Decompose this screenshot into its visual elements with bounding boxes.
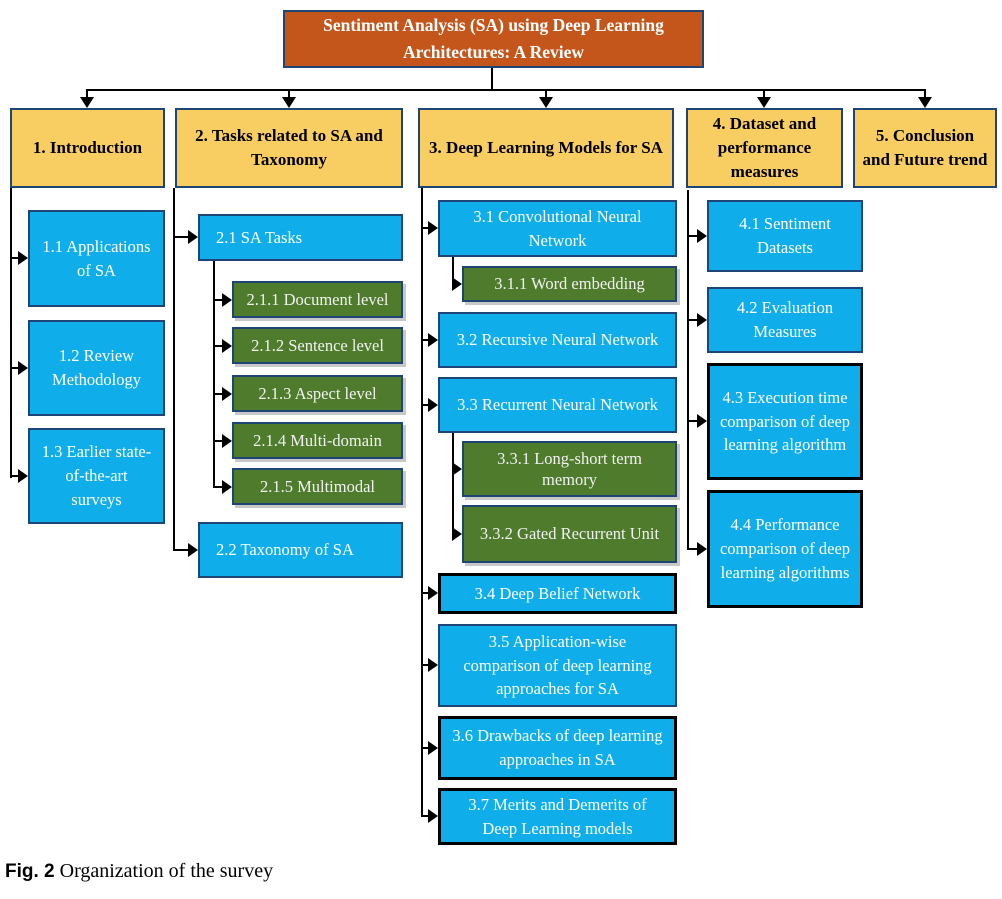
connector-stub [213, 486, 222, 488]
node-4-4-performance-comparison: 4.4 Performance comparison of deep learn… [707, 490, 863, 608]
node-1-introduction: 1. Introduction [10, 108, 165, 188]
arrow-down-icon [282, 97, 296, 108]
arrow-right-icon [428, 658, 438, 672]
node-1-1-applications: 1.1 Applications of SA [28, 210, 165, 307]
node-2-1-3-aspect-level: 2.1.3 Aspect level [232, 375, 403, 412]
arrow-right-icon [428, 333, 438, 347]
node-4-1-sentiment-datasets: 4.1 Sentiment Datasets [707, 200, 863, 272]
node-1-3-earlier-surveys: 1.3 Earlier state-of-the-art surveys [28, 428, 165, 524]
arrow-right-icon [452, 277, 462, 291]
connector-stub [10, 475, 18, 477]
figure-caption: Fig. 2 Organization of the survey [5, 860, 273, 883]
arrow-right-icon [428, 741, 438, 755]
node-3-5-application-comparison: 3.5 Application-wise comparison of deep … [438, 624, 677, 707]
connector-stub [10, 257, 18, 259]
connector-stub [421, 339, 428, 341]
arrow-right-icon [18, 361, 28, 375]
arrow-right-icon [222, 339, 232, 353]
node-4-2-evaluation-measures: 4.2 Evaluation Measures [707, 287, 863, 353]
node-2-1-1-document-level: 2.1.1 Document level [232, 281, 403, 318]
connector-drop-3 [545, 89, 547, 98]
figure-caption-label: Fig. 2 [5, 861, 55, 882]
arrow-right-icon [222, 480, 232, 494]
arrow-right-icon [452, 527, 462, 541]
connector-col2-sub [213, 261, 215, 488]
node-4-dataset-performance: 4. Dataset and performance measures [686, 108, 843, 188]
node-3-6-drawbacks: 3.6 Drawbacks of deep learning approache… [438, 716, 677, 780]
connector-col3-sub-a [452, 257, 454, 285]
arrow-down-icon [539, 97, 553, 108]
node-3-1-cnn: 3.1 Convolutional Neural Network [438, 200, 677, 257]
node-2-tasks-taxonomy: 2. Tasks related to SA and Taxonomy [175, 108, 403, 188]
connector-stub [421, 592, 428, 594]
connector-stub [213, 393, 222, 395]
connector-stub [687, 420, 697, 422]
arrow-right-icon [452, 462, 462, 476]
node-2-1-sa-tasks: 2.1 SA Tasks [198, 214, 403, 261]
connector-stub [213, 299, 222, 301]
arrow-right-icon [222, 387, 232, 401]
arrow-down-icon [80, 97, 94, 108]
connector-drop-4 [763, 89, 765, 98]
connector-col1 [10, 188, 12, 478]
node-2-2-taxonomy: 2.2 Taxonomy of SA [198, 522, 403, 578]
arrow-right-icon [697, 542, 707, 556]
connector-stub [10, 367, 18, 369]
node-1-2-review-methodology: 1.2 Review Methodology [28, 320, 165, 416]
connector-stub [687, 235, 697, 237]
arrow-right-icon [428, 809, 438, 823]
connector-stub [421, 815, 428, 817]
node-3-3-1-lstm: 3.3.1 Long-short term memory [462, 441, 677, 497]
node-4-3-execution-time: 4.3 Execution time comparison of deep le… [707, 363, 863, 480]
connector-stub [421, 747, 428, 749]
node-root-title: Sentiment Analysis (SA) using Deep Learn… [283, 10, 704, 68]
connector-stub [687, 319, 697, 321]
node-3-2-recursive-nn: 3.2 Recursive Neural Network [438, 312, 677, 368]
node-3-deep-learning-models: 3. Deep Learning Models for SA [418, 108, 674, 188]
node-3-3-2-gru: 3.3.2 Gated Recurrent Unit [462, 505, 677, 563]
arrow-right-icon [18, 251, 28, 265]
node-2-1-2-sentence-level: 2.1.2 Sentence level [232, 327, 403, 364]
connector-col3 [421, 188, 423, 817]
arrow-right-icon [428, 586, 438, 600]
connector-stub [173, 549, 188, 551]
arrow-right-icon [697, 229, 707, 243]
arrow-right-icon [188, 230, 198, 244]
connector-stub [421, 664, 428, 666]
connector-col3-sub-b [452, 433, 454, 535]
arrow-right-icon [697, 313, 707, 327]
connector-top-rail [87, 89, 926, 91]
connector-drop-1 [86, 89, 88, 98]
arrow-right-icon [428, 398, 438, 412]
connector-stub [213, 345, 222, 347]
arrow-right-icon [697, 414, 707, 428]
connector-stub [421, 227, 428, 229]
node-2-1-4-multi-domain: 2.1.4 Multi-domain [232, 422, 403, 459]
arrow-down-icon [918, 97, 932, 108]
figure-caption-text: Organization of the survey [59, 860, 274, 882]
connector-stub [213, 440, 222, 442]
node-3-7-merits-demerits: 3.7 Merits and Demerits of Deep Learning… [438, 788, 677, 845]
connector-drop-5 [924, 89, 926, 98]
arrow-right-icon [428, 221, 438, 235]
connector-stub [687, 548, 697, 550]
node-3-4-dbn: 3.4 Deep Belief Network [438, 573, 677, 614]
node-3-1-1-word-embedding: 3.1.1 Word embedding [462, 266, 677, 302]
connector-drop-2 [288, 89, 290, 98]
connector-col4 [687, 190, 689, 550]
arrow-down-icon [757, 97, 771, 108]
connector-stub [173, 236, 188, 238]
connector-col2 [173, 188, 175, 551]
node-3-3-recurrent-nn: 3.3 Recurrent Neural Network [438, 377, 677, 433]
arrow-right-icon [222, 293, 232, 307]
arrow-right-icon [18, 469, 28, 483]
node-2-1-5-multimodal: 2.1.5 Multimodal [232, 468, 403, 505]
arrow-right-icon [222, 434, 232, 448]
connector-stub [421, 404, 428, 406]
arrow-right-icon [188, 543, 198, 557]
node-5-conclusion: 5. Conclusion and Future trend [853, 108, 997, 188]
connector-root-stem [491, 68, 493, 91]
